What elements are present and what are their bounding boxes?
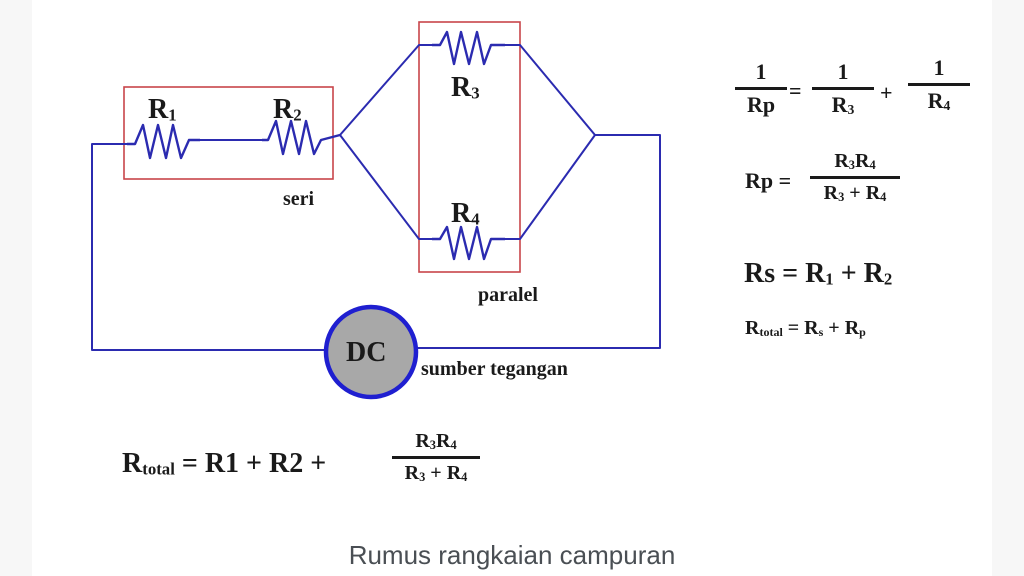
fraction-bar [392,455,480,459]
fraction-bar [812,87,874,91]
label-r2: R2 [273,96,302,124]
num-r4-sub: 4 [869,157,876,172]
label-r3-main: R [451,72,472,103]
wire-left-loop [91,143,326,351]
den-r3-sub: 3 [419,469,426,484]
label-r2-main: R [273,94,294,125]
den-r4-sub: 4 [880,189,887,204]
frac-numerator: R3R4 [415,430,456,453]
den-main: R [927,88,944,114]
diagram-card [32,0,992,576]
resistor-r2-symbol [262,119,341,156]
wire-join-top [505,44,596,136]
formula-rp-term-r4: 1 R4 [908,55,970,114]
total-mid: = R [782,317,819,339]
formula-rp-plus: + [880,80,893,105]
label-r2-sub: 2 [293,105,302,125]
total-sub-p: p [859,324,866,339]
frac-denominator: R3 + R4 [824,182,887,205]
series-group-box [123,86,334,180]
frac-numerator: 1 [837,59,849,84]
series-text-a: Rs = R [744,258,826,289]
series-sub1: 1 [825,269,834,289]
expanded-sub: total [142,459,175,479]
dc-source [323,304,419,400]
dc-source-label: DC [346,337,387,368]
label-r1-sub: 1 [168,105,177,125]
total-r: R [745,317,760,339]
frac-denominator: R3 + R4 [405,462,468,485]
formula-rp-lhs: 1 Rp [735,59,787,118]
num-r4: R [436,430,451,452]
series-text-b: + R [833,258,884,289]
num-r3: R [834,150,849,172]
formula-rp-equals: = [789,78,802,103]
formula-rp-term-r3: 1 R3 [812,59,874,118]
total-sub-s: s [818,324,824,339]
formula-rp-product-lhs: Rp = [745,168,792,193]
label-r4: R4 [451,200,480,228]
num-r4-sub: 4 [450,437,457,452]
den-r4: + R [844,181,881,204]
wire-join-bottom [505,134,596,240]
formula-total: Rtotal = Rs + Rp [745,318,866,338]
wire-split-top [339,44,432,136]
den-r3: R [823,181,839,204]
label-r1-main: R [148,94,169,125]
parallel-label: paralel [478,284,538,306]
resistor-r3-symbol [432,30,505,66]
formula-total-expanded-fraction: R3R4 R3 + R4 [392,430,480,484]
frac-numerator: 1 [755,59,767,84]
series-label: seri [283,188,315,210]
formula-series: Rs = R1 + R2 [744,260,892,288]
total-plus: + R [823,317,860,339]
den-sub: 3 [847,102,855,118]
den-main: R [831,92,848,118]
resistor-r4-symbol [432,225,505,261]
total-sub: total [759,324,783,339]
series-sub2: 2 [883,269,893,289]
wire-right-loop [416,134,661,349]
num-r4: R [855,150,870,172]
expanded-r: R [122,448,143,479]
den-r3-sub: 3 [838,189,845,204]
wire-split-bottom [339,134,432,240]
fraction-bar [908,83,970,87]
label-r4-main: R [451,198,472,229]
num-r3-sub: 3 [429,437,436,452]
parallel-group-box [418,21,521,273]
label-r1: R1 [148,96,177,124]
den-sub: 4 [943,98,951,114]
label-r3: R3 [451,74,480,102]
label-r3-sub: 3 [471,83,480,103]
expanded-text: = R1 + R2 + [174,448,327,479]
frac-denominator: R3 [831,92,855,118]
frac-numerator: 1 [933,55,945,80]
frac-denominator: R4 [927,88,951,114]
num-r3: R [415,430,430,452]
frac-numerator: R3R4 [834,150,875,173]
den-r4: + R [425,461,462,484]
den-r4-sub: 4 [461,469,468,484]
label-r4-sub: 4 [471,209,480,229]
fraction-bar [810,175,900,179]
formula-rp-product-fraction: R3R4 R3 + R4 [810,150,900,204]
den-r3: R [404,461,420,484]
formula-total-expanded: Rtotal = R1 + R2 + [122,450,326,478]
image-caption: Rumus rangkaian campuran [348,540,676,570]
source-caption: sumber tegangan [421,358,568,380]
num-r3-sub: 3 [848,157,855,172]
frac-denominator: Rp [746,92,776,118]
fraction-bar [735,87,787,91]
resistor-r1-symbol [127,123,200,160]
